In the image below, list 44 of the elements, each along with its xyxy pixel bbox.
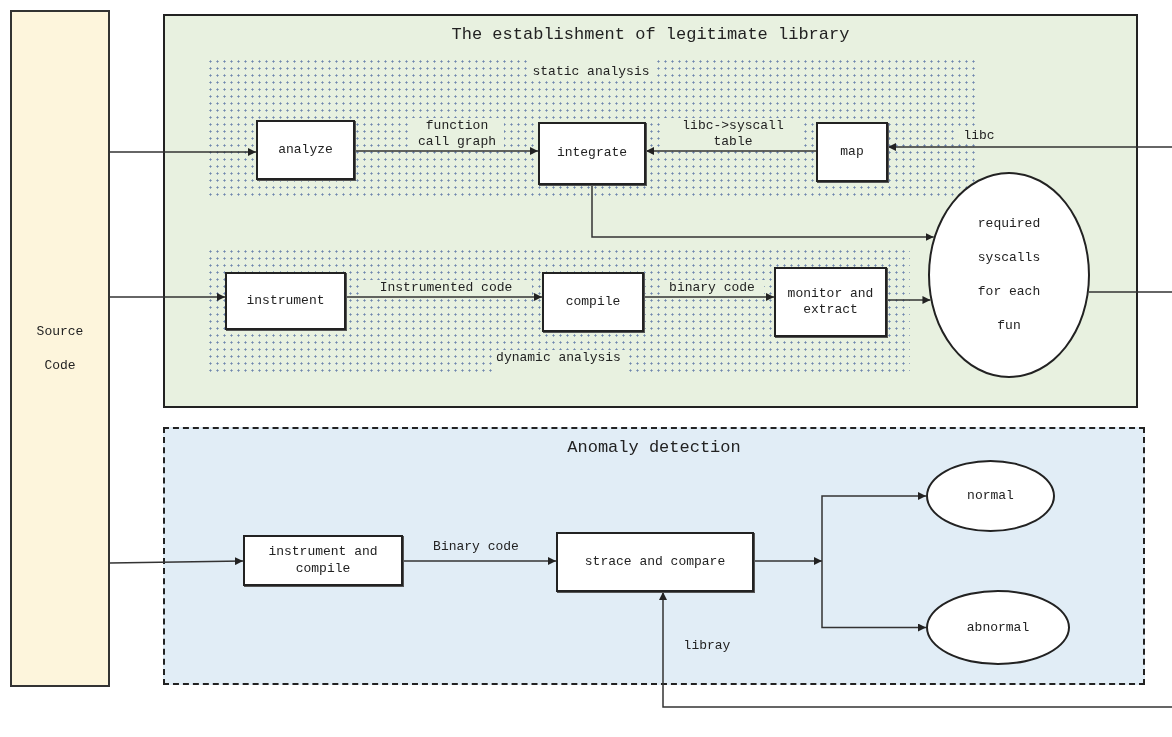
box-label: analyze [277, 141, 334, 159]
process-box [556, 532, 754, 592]
box-label: instrument and compile [267, 544, 379, 577]
arrow [402, 557, 557, 565]
arrow [887, 143, 1172, 151]
arrow [109, 293, 226, 301]
ellipse-label: normal [966, 487, 1015, 506]
arrow [659, 591, 1172, 708]
box-label: monitor and extract [786, 285, 875, 319]
process-box [225, 272, 346, 330]
edge-label: function call graph [410, 118, 504, 150]
source-box [10, 10, 110, 687]
arrow [643, 293, 775, 301]
box-label: compile [564, 293, 622, 311]
box-label: instrument [245, 292, 326, 310]
ellipse-label: abnormal [965, 618, 1031, 637]
process-box [816, 122, 888, 182]
arrow [753, 557, 823, 565]
arrow [109, 148, 257, 156]
region-label: static analysis [528, 58, 654, 81]
panel-title: Anomaly detection [566, 437, 742, 459]
arrow [591, 184, 935, 241]
panel-title: The establishment of legitimate library [450, 24, 851, 46]
arrow [886, 296, 932, 304]
process-box [774, 267, 887, 337]
arrow [345, 293, 543, 301]
process-box [256, 120, 355, 180]
box-label: map [839, 143, 865, 161]
arrow [821, 560, 927, 632]
ellipse-label: required syscalls for each fun [976, 215, 1042, 335]
process-box [542, 272, 644, 332]
edge-label: Instrumented code [360, 280, 532, 296]
group-panel [163, 427, 1145, 685]
arrow [645, 147, 817, 155]
group-panel [163, 14, 1138, 408]
arrow [354, 147, 539, 155]
connector-line [1088, 291, 1172, 293]
arrow [821, 492, 927, 562]
process-box [538, 122, 646, 185]
arrow [109, 557, 244, 566]
box-label: Source Code [35, 322, 85, 375]
process-box [243, 535, 403, 586]
box-label: integrate [555, 145, 629, 162]
box-label: strace and compare [583, 553, 727, 571]
